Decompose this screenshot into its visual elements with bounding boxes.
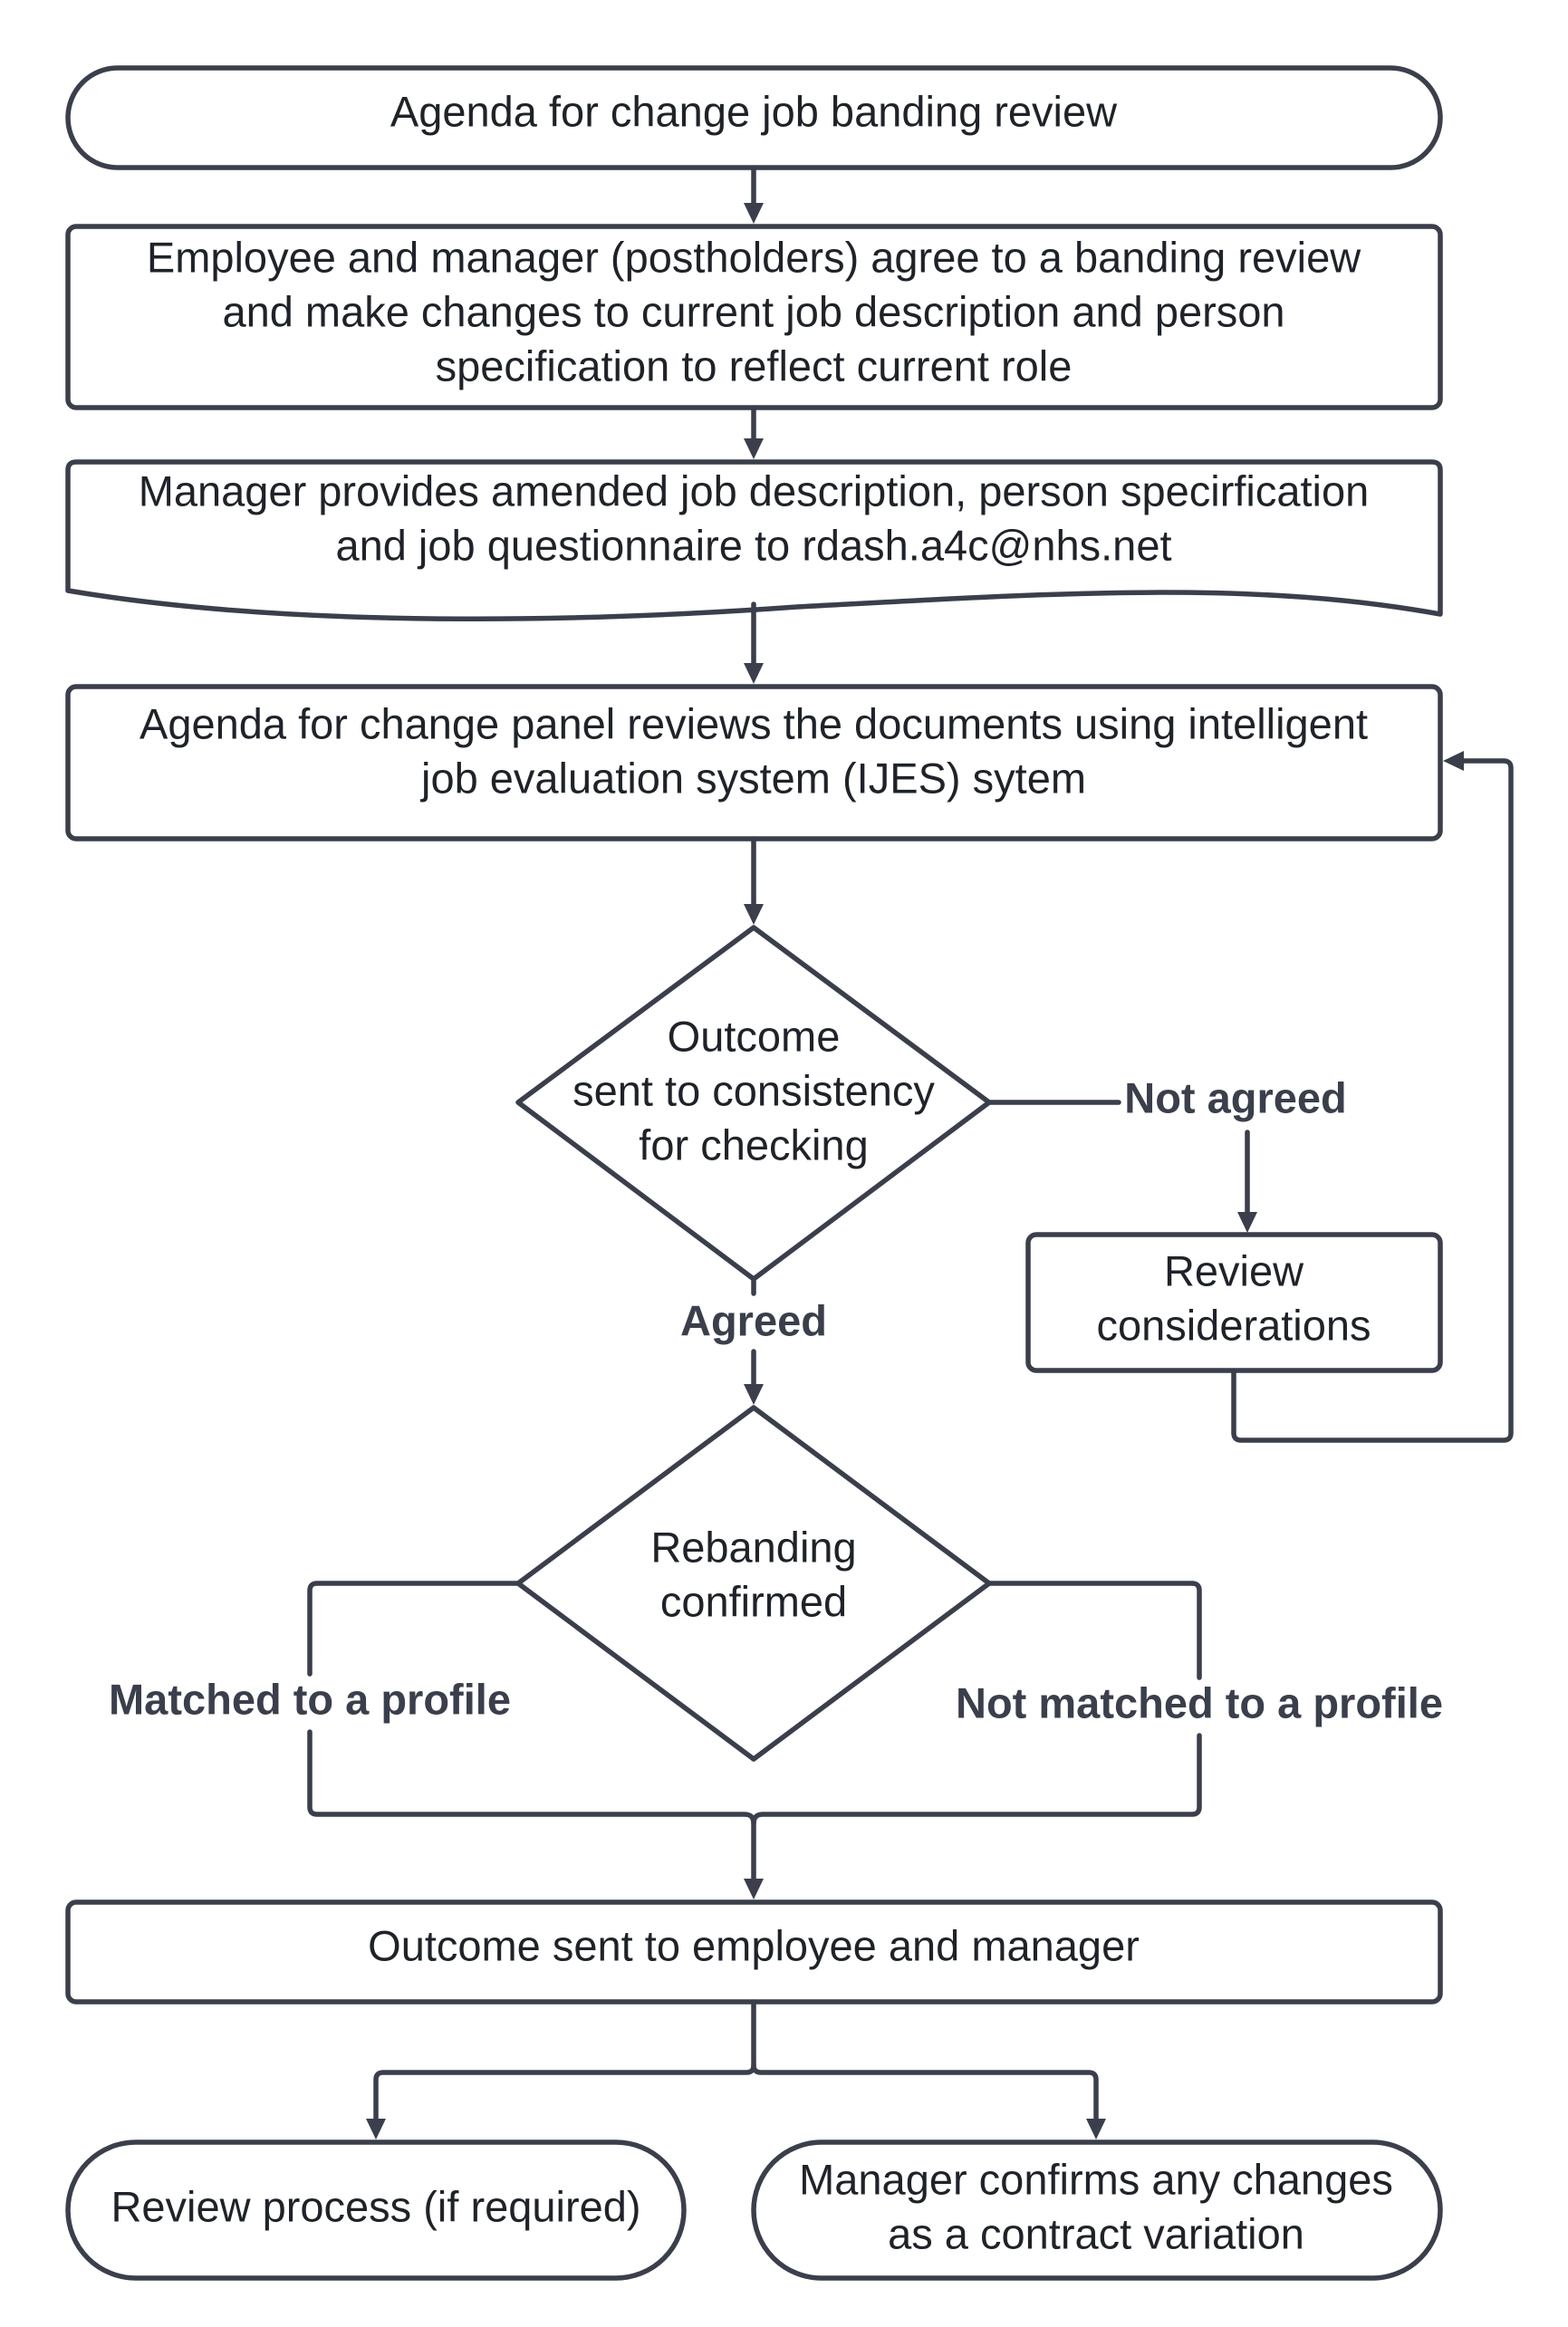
arrowhead <box>1443 751 1464 771</box>
contract-variation-line-1: Manager confirms any changes <box>799 2155 1393 2203</box>
connector-matched-branch-lower <box>307 1729 756 1826</box>
outcome-sent-label: Outcome sent to employee and manager <box>368 1921 1140 1969</box>
rebanding-label-line-2: confirmed <box>660 1577 847 1625</box>
consistency-label-line-1: Outcome <box>668 1012 841 1060</box>
edge-label-not-agreed: Not agreed <box>1124 1073 1347 1121</box>
arrowhead <box>366 2119 386 2139</box>
agree-label-line-3: specification to reflect current role <box>436 341 1073 389</box>
arrowhead <box>744 663 764 684</box>
connector-outcome-split <box>373 1999 756 2123</box>
provide-document-shape <box>65 459 1443 622</box>
provide-label-line-2: and job questionnaire to rdash.a4c@nhs.n… <box>335 521 1171 569</box>
connector-review-loop-back <box>1231 758 1514 1443</box>
arrowhead <box>744 1384 764 1405</box>
rebanding-decision <box>515 1405 992 1762</box>
rebanding-label-line-1: Rebanding <box>650 1523 856 1571</box>
connector-outcome-split-right <box>751 2063 1099 2123</box>
panel-label-line-2: job evaluation system (IJES) sytem <box>419 754 1086 802</box>
arrowhead <box>744 904 764 925</box>
edge-label-not-matched: Not matched to a profile <box>956 1678 1443 1726</box>
review-process-label: Review process (if required) <box>111 2182 640 2230</box>
agree-label-line-1: Employee and manager (postholders) agree… <box>147 233 1361 281</box>
connector-not-matched-branch <box>986 1581 1202 1680</box>
connector-matched-branch <box>307 1581 521 1677</box>
panel-label-line-1: Agenda for change panel reviews the docu… <box>139 699 1368 747</box>
arrowhead <box>744 1879 764 1899</box>
contract-variation-line-2: as a contract variation <box>888 2209 1304 2257</box>
consistency-label-line-3: for checking <box>639 1120 868 1168</box>
connector-not-matched-branch-lower <box>751 1733 1202 1883</box>
arrowhead <box>1086 2119 1106 2139</box>
review-considerations-line-2: considerations <box>1096 1301 1371 1349</box>
start-label: Agenda for change job banding review <box>390 87 1118 135</box>
agree-label-line-2: and make changes to current job descript… <box>222 287 1284 335</box>
edge-label-matched: Matched to a profile <box>109 1675 511 1723</box>
arrowhead <box>744 203 764 224</box>
consistency-label-line-2: sent to consistency <box>572 1066 935 1114</box>
arrowhead <box>1237 1212 1257 1233</box>
review-considerations-line-1: Review <box>1164 1246 1304 1294</box>
review-process-terminator <box>65 2139 687 2281</box>
edge-label-agreed: Agreed <box>680 1296 827 1344</box>
contract-variation-terminator <box>751 2139 1443 2281</box>
arrowhead <box>744 438 764 459</box>
provide-label-line-1: Manager provides amended job description… <box>139 466 1370 514</box>
